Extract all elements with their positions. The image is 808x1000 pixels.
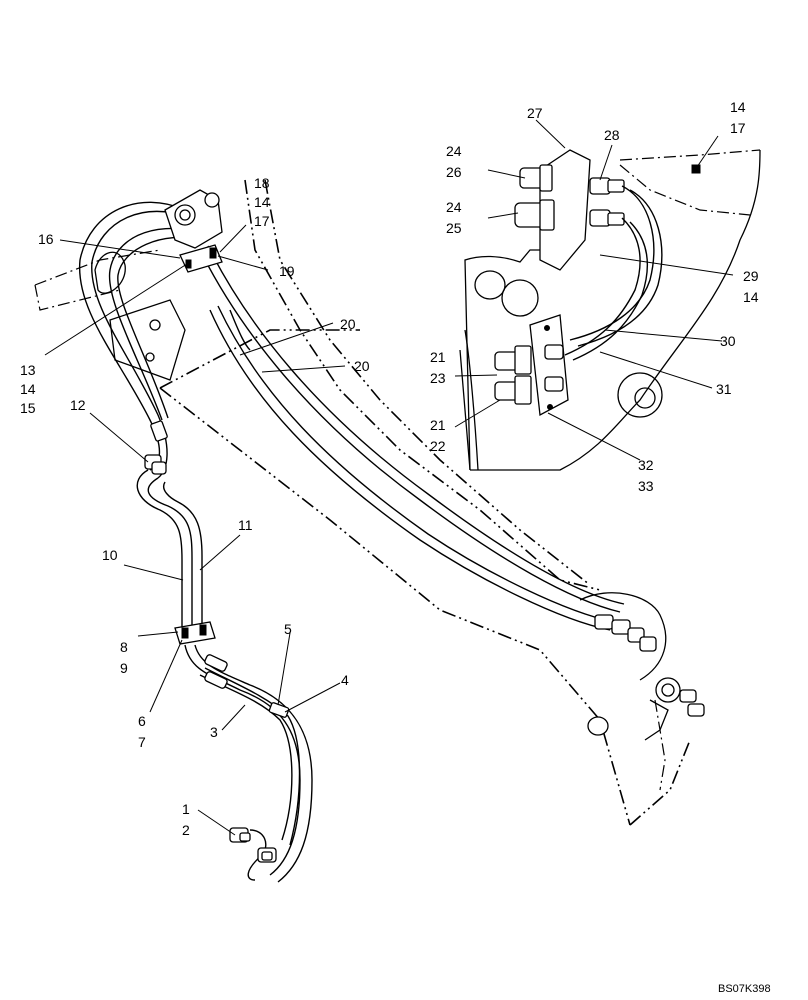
- callout-11: 11: [238, 517, 253, 533]
- loader-arm-phantom-outline: [34, 179, 691, 826]
- hose-crimp-fittings: [204, 654, 290, 718]
- tubes-29-31: [564, 185, 663, 361]
- callout-16: 16: [38, 231, 54, 247]
- callout-27: 27: [527, 105, 543, 121]
- arm-right-end: [579, 592, 705, 741]
- callout-12: 12: [70, 397, 86, 413]
- pivot-block-clamp: [164, 189, 223, 273]
- hose-fitting-12: [144, 420, 168, 475]
- callout-19: 19: [279, 263, 295, 279]
- diagram-code: BS07K398: [718, 983, 771, 995]
- callout-20-lower: 20: [354, 358, 370, 374]
- callout-10: 10: [102, 547, 118, 563]
- arm-pivot-plate: [94, 251, 186, 381]
- coupler-bracket-27: [514, 149, 701, 271]
- callout-3: 3: [210, 724, 218, 740]
- steel-tubes-10-11: [136, 469, 203, 630]
- lower-hoses: [184, 644, 313, 883]
- hose-end-fittings-1-2: [229, 827, 277, 863]
- long-hose-bundle: [199, 245, 625, 631]
- tube-clamp-8: [174, 621, 216, 645]
- coupler-plate-32: [494, 314, 569, 417]
- callout-30: 30: [720, 333, 736, 349]
- callout-5: 5: [284, 621, 292, 637]
- callout-28: 28: [604, 127, 620, 143]
- leader-lines: [44, 119, 734, 836]
- coupler-assembly-inset: [459, 149, 761, 471]
- callout-4: 4: [341, 672, 349, 688]
- callout-20-upper: 20: [340, 316, 356, 332]
- callout-31: 31: [716, 381, 732, 397]
